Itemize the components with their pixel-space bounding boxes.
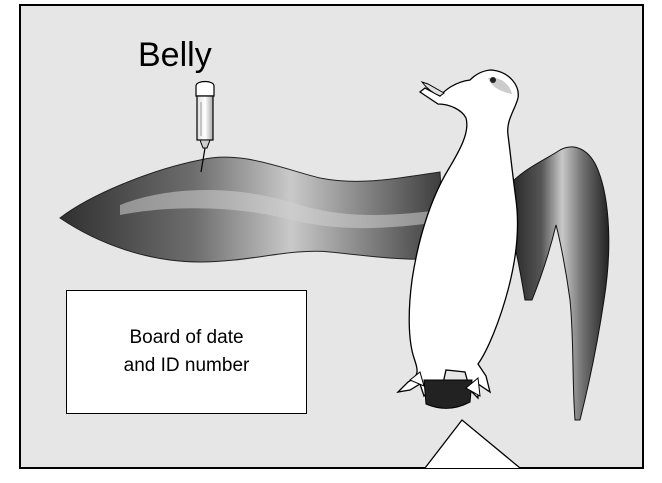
belly-label: Belly bbox=[138, 38, 212, 72]
bird-eye bbox=[490, 77, 496, 83]
id-board: Board of date and ID number bbox=[66, 290, 307, 414]
board-label: Board of date and ID number bbox=[124, 324, 250, 379]
bird-leg-band bbox=[424, 380, 472, 408]
